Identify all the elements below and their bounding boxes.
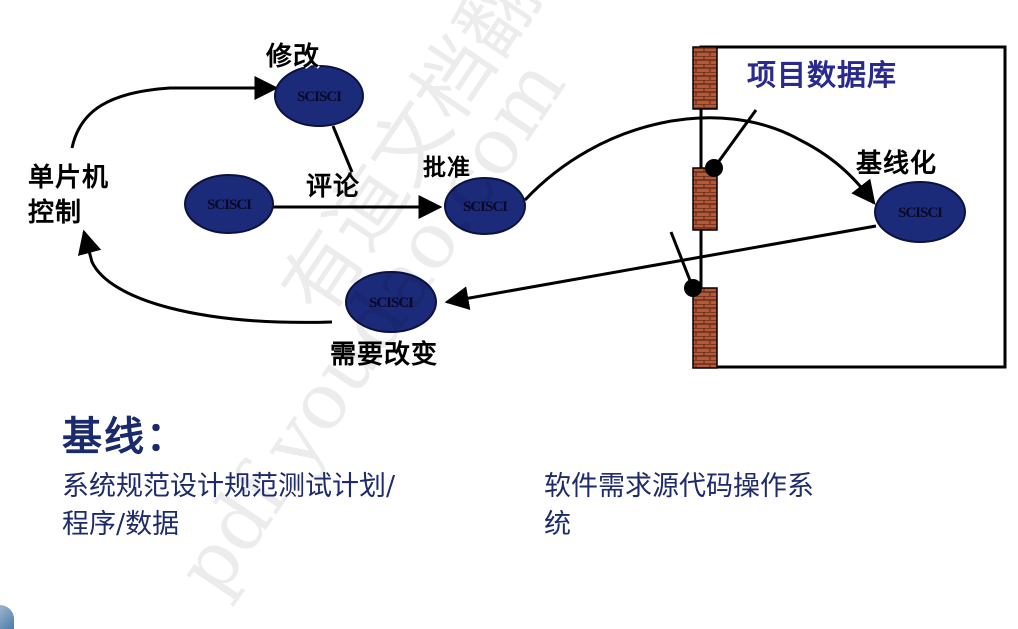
brick-wall-top xyxy=(692,46,718,110)
brick-wall-middle xyxy=(692,167,718,231)
left-text-line1: 系统规范设计规范测试计划/ xyxy=(62,471,396,502)
node-baseline: SCISCI xyxy=(874,181,966,243)
label-baseline: 基线化 xyxy=(856,149,938,179)
svg-text:SCISCI: SCISCI xyxy=(207,197,252,213)
gate-lever-lower xyxy=(669,231,702,297)
arrow-modify-to-approve xyxy=(331,125,354,173)
svg-text:SCISCI: SCISCI xyxy=(369,295,414,311)
svg-text:SCISCI: SCISCI xyxy=(898,205,943,221)
label-project-database: 项目数据库 xyxy=(747,58,898,92)
node-approve: SCISCI xyxy=(444,177,526,235)
arrow-change-to-control xyxy=(77,229,333,324)
label-approve: 批准 xyxy=(423,155,471,181)
arrow-approve-to-baseline xyxy=(523,116,876,205)
corner-decoration xyxy=(0,605,14,629)
svg-text:SCISCI: SCISCI xyxy=(297,89,342,105)
arrow-control-to-modify xyxy=(70,76,279,149)
brick-wall-bottom xyxy=(692,287,718,369)
right-text-line1: 软件需求源代码操作系 xyxy=(544,471,814,502)
node-input: SCISCI xyxy=(184,174,274,234)
gate-lever-upper xyxy=(705,109,758,177)
section-heading: 基线： xyxy=(62,414,188,460)
arrow-baseline-to-change xyxy=(444,224,877,311)
label-modify: 修改 xyxy=(266,42,321,72)
label-control-line2: 控制 xyxy=(28,198,83,228)
label-change-required: 需要改变 xyxy=(330,340,439,370)
left-text-line2: 程序/数据 xyxy=(62,509,180,540)
node-modify: SCISCI xyxy=(274,65,364,127)
right-text-line2: 统 xyxy=(544,509,571,540)
right-text-block: 软件需求源代码操作系 统 xyxy=(544,468,814,544)
left-text-block: 系统规范设计规范测试计划/ 程序/数据 xyxy=(62,468,395,544)
label-review: 评论 xyxy=(306,172,361,202)
node-change: SCISCI xyxy=(345,271,437,333)
label-control-line1: 单片机 xyxy=(28,163,110,193)
svg-text:SCISCI: SCISCI xyxy=(463,199,508,215)
